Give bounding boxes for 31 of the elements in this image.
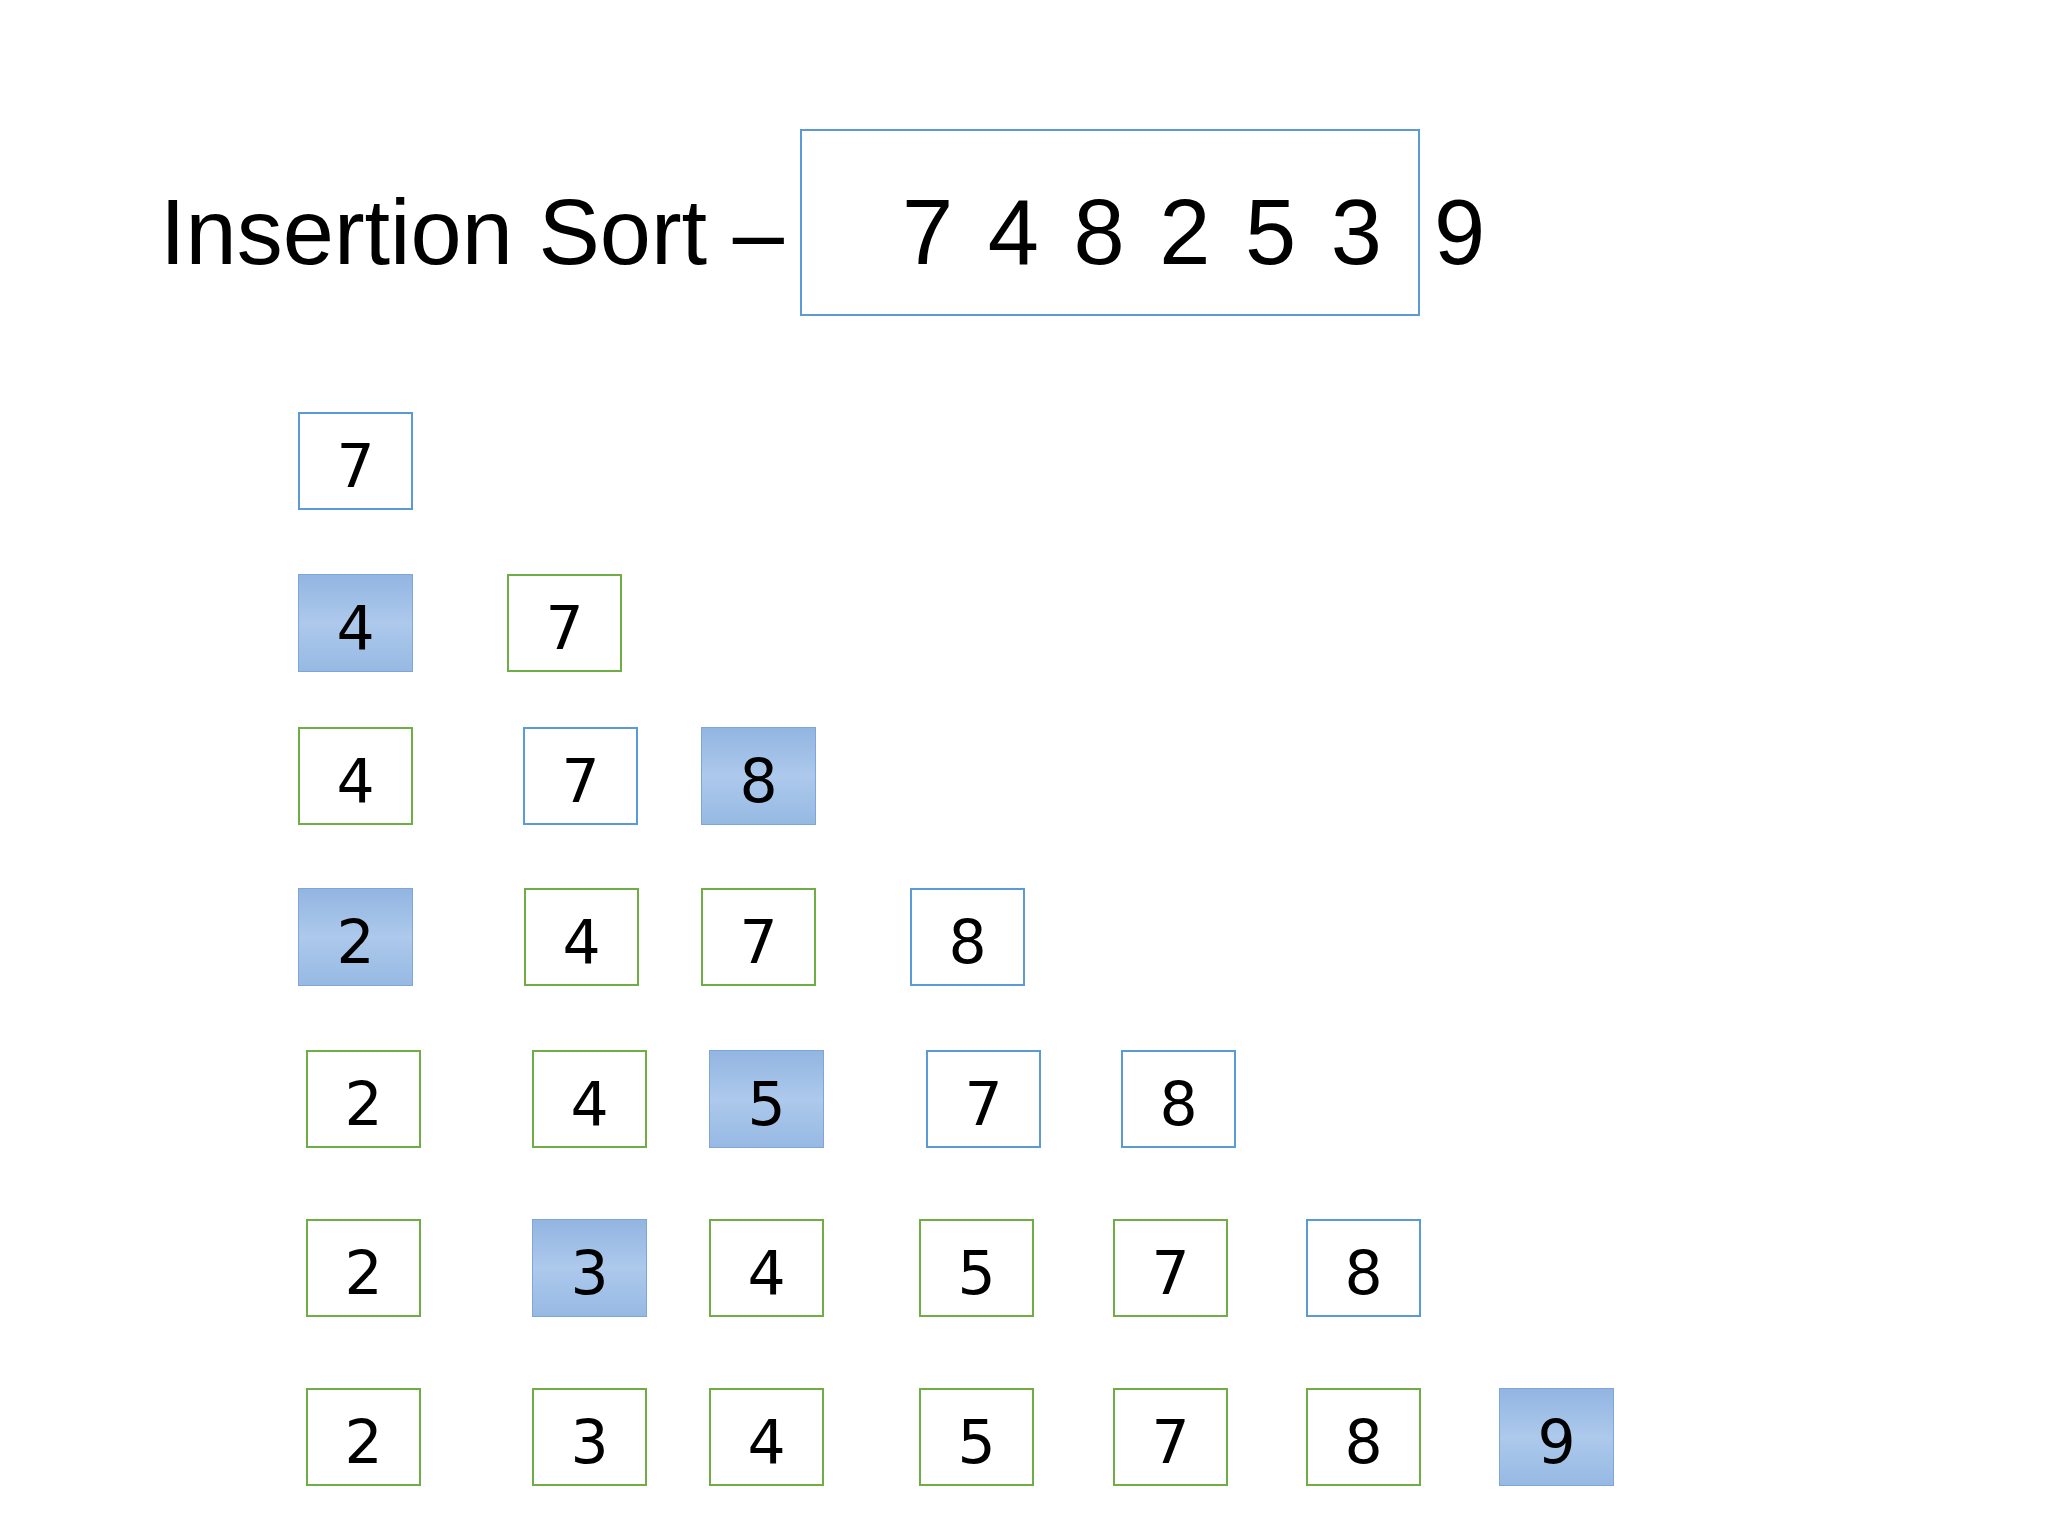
highlighted-number-box: 5	[709, 1050, 824, 1148]
highlighted-number-box: 4	[298, 574, 413, 672]
sorted-number-box: 2	[306, 1050, 421, 1148]
number-box: 8	[1306, 1219, 1421, 1317]
sequence-frame: 7 4 8 2 5 3	[800, 129, 1420, 316]
sorted-number-box: 7	[1113, 1219, 1228, 1317]
sorted-number-box: 4	[709, 1388, 824, 1486]
highlighted-number-box: 9	[1499, 1388, 1614, 1486]
sorted-number-box: 7	[507, 574, 622, 672]
sorted-number-box: 3	[532, 1388, 647, 1486]
highlighted-number-box: 2	[298, 888, 413, 986]
number-box: 7	[926, 1050, 1041, 1148]
slide-title: Insertion Sort –	[160, 180, 784, 285]
number-box: 8	[910, 888, 1025, 986]
number-box: 7	[298, 412, 413, 510]
number-box: 7	[523, 727, 638, 825]
sorted-number-box: 7	[1113, 1388, 1228, 1486]
sorted-number-box: 8	[1306, 1388, 1421, 1486]
sorted-number-box: 2	[306, 1388, 421, 1486]
sorted-number-box: 5	[919, 1388, 1034, 1486]
sorted-number-box: 4	[298, 727, 413, 825]
sorted-number-box: 5	[919, 1219, 1034, 1317]
sorted-number-box: 2	[306, 1219, 421, 1317]
sorted-number-box: 7	[701, 888, 816, 986]
sorted-number-box: 4	[524, 888, 639, 986]
highlighted-number-box: 8	[701, 727, 816, 825]
number-label: 9	[1434, 180, 1486, 285]
highlighted-number-box: 3	[532, 1219, 647, 1317]
number-box: 8	[1121, 1050, 1236, 1148]
sorted-number-box: 4	[532, 1050, 647, 1148]
sorted-number-box: 4	[709, 1219, 824, 1317]
